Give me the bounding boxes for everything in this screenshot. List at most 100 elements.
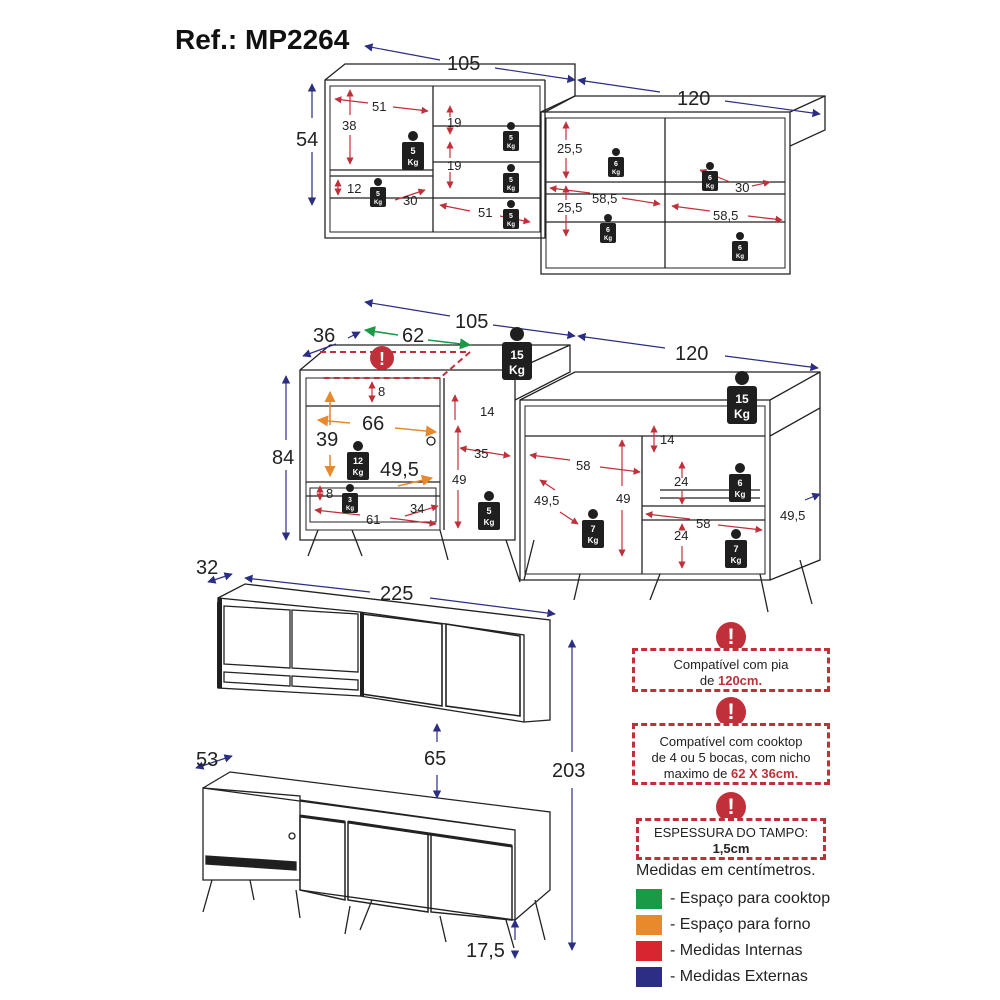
- upper-cabinet-right-outline: [540, 95, 826, 275]
- dim-top-105: 105: [447, 53, 480, 75]
- weight-icon: 6Kg: [732, 232, 748, 261]
- note-line: ESPESSURA DO TAMPO:: [653, 825, 809, 840]
- legend: Medidas em centímetros. - Espaço para co…: [636, 862, 830, 990]
- dim-top-120: 120: [677, 88, 710, 110]
- svg-text:Kg: Kg: [735, 490, 746, 499]
- weight-icon: 6Kg: [608, 148, 624, 177]
- svg-text:Kg: Kg: [734, 407, 750, 421]
- note-line: de 120cm.: [699, 673, 763, 688]
- svg-text:Kg: Kg: [346, 506, 354, 512]
- dim-mid-495b: 49,5: [534, 493, 559, 508]
- note-line: de 4 ou 5 bocas, com nicho: [651, 750, 811, 765]
- svg-text:5: 5: [410, 146, 415, 156]
- svg-text:Kg: Kg: [484, 518, 495, 527]
- countertop-thickness-note: ESPESSURA DO TAMPO: 1,5cm: [636, 818, 826, 860]
- dim-bot-203: 203: [552, 760, 585, 782]
- dim-top-585a: 58,5: [592, 191, 617, 206]
- legend-swatch: [636, 915, 662, 935]
- dim-mid-61: 61: [366, 512, 380, 527]
- legend-title: Medidas em centímetros.: [636, 862, 816, 879]
- dim-top-255b: 25,5: [557, 200, 582, 215]
- svg-text:5: 5: [376, 191, 380, 198]
- svg-text:6: 6: [614, 161, 618, 168]
- warning-icon: !: [716, 792, 746, 822]
- dim-mid-62: 62: [402, 325, 424, 347]
- dim-mid-39: 39: [316, 429, 338, 451]
- svg-text:12: 12: [353, 456, 363, 466]
- svg-text:15: 15: [735, 392, 749, 406]
- svg-text:3: 3: [348, 497, 352, 504]
- svg-text:Kg: Kg: [509, 363, 525, 377]
- dim-mid-14b: 14: [660, 432, 674, 447]
- svg-text:5: 5: [509, 135, 513, 142]
- svg-text:Kg: Kg: [507, 186, 515, 192]
- legend-item-internal: - Medidas Internas: [636, 938, 830, 964]
- svg-text:Kg: Kg: [507, 144, 515, 150]
- note-line: Compatível com cooktop: [659, 734, 803, 749]
- weight-icon: 6Kg: [702, 162, 718, 191]
- dim-bot-225: 225: [380, 583, 413, 605]
- dim-mid-120: 120: [675, 343, 708, 365]
- dim-mid-58b: 58: [696, 516, 710, 531]
- dim-top-30b: 30: [735, 180, 749, 195]
- warning-icon: !: [716, 697, 746, 727]
- note-line: Compatível com pia: [673, 657, 789, 672]
- weight-icon: 7Kg: [725, 529, 747, 568]
- weight-icon: 6Kg: [729, 463, 751, 502]
- dim-mid-49a: 49: [452, 472, 466, 487]
- dim-mid-495a: 49,5: [380, 459, 419, 481]
- svg-text:5: 5: [509, 177, 513, 184]
- legend-swatch: [636, 889, 662, 909]
- note-line: 1,5cm: [712, 841, 750, 856]
- dim-top-30a: 30: [403, 193, 417, 208]
- svg-text:Kg: Kg: [612, 170, 620, 176]
- dim-bot-65: 65: [424, 748, 446, 770]
- weight-icon: 5Kg: [370, 178, 386, 207]
- dim-mid-24b: 24: [674, 528, 688, 543]
- dim-mid-84: 84: [272, 447, 294, 469]
- weight-icon: 7Kg: [582, 509, 604, 548]
- weight-icon: 3Kg: [342, 484, 358, 513]
- dim-bot-32: 32: [196, 557, 218, 579]
- base-top-left: [299, 344, 571, 541]
- legend-swatch: [636, 941, 662, 961]
- svg-text:6: 6: [708, 175, 712, 182]
- dim-mid-35: 35: [474, 446, 488, 461]
- svg-text:!: !: [379, 349, 385, 369]
- note-line: maximo de 62 X 36cm.: [663, 766, 799, 781]
- dim-mid-495c: 49,5: [780, 508, 805, 523]
- dim-mid-58a: 58: [576, 458, 590, 473]
- svg-text:Kg: Kg: [731, 556, 742, 565]
- upper-cabinets-group: [324, 63, 826, 275]
- legend-item-oven: - Espaço para forno: [636, 912, 830, 938]
- svg-text:7: 7: [733, 544, 738, 554]
- weight-icon: 5Kg: [402, 131, 424, 170]
- legend-item-external: - Medidas Externas: [636, 964, 830, 990]
- base-cabinets-group: [299, 344, 821, 613]
- warning-icon: !: [370, 346, 394, 370]
- weight-icon: 5Kg: [478, 491, 500, 530]
- svg-text:Kg: Kg: [374, 200, 382, 206]
- svg-text:6: 6: [738, 245, 742, 252]
- cooktop-compat-note: Compatível com cooktop de 4 ou 5 bocas, …: [632, 723, 830, 785]
- svg-text:Kg: Kg: [408, 158, 419, 167]
- svg-text:5: 5: [486, 506, 491, 516]
- warning-icon: !: [716, 622, 746, 652]
- dim-top-38: 38: [342, 118, 356, 133]
- dim-top-54: 54: [296, 129, 318, 151]
- weight-icon: 5Kg: [503, 164, 519, 193]
- dim-mid-36: 36: [313, 325, 335, 347]
- dim-bot-53: 53: [196, 749, 218, 771]
- svg-text:Kg: Kg: [353, 468, 364, 477]
- dim-top-12: 12: [347, 181, 361, 196]
- legend-item-cooktop: - Espaço para cooktop: [636, 886, 830, 912]
- weight-icon: 5Kg: [503, 122, 519, 151]
- dim-mid-14a: 14: [480, 404, 494, 419]
- dim-mid-49b: 49: [616, 491, 630, 506]
- dim-mid-105: 105: [455, 311, 488, 333]
- dim-mid-24a: 24: [674, 474, 688, 489]
